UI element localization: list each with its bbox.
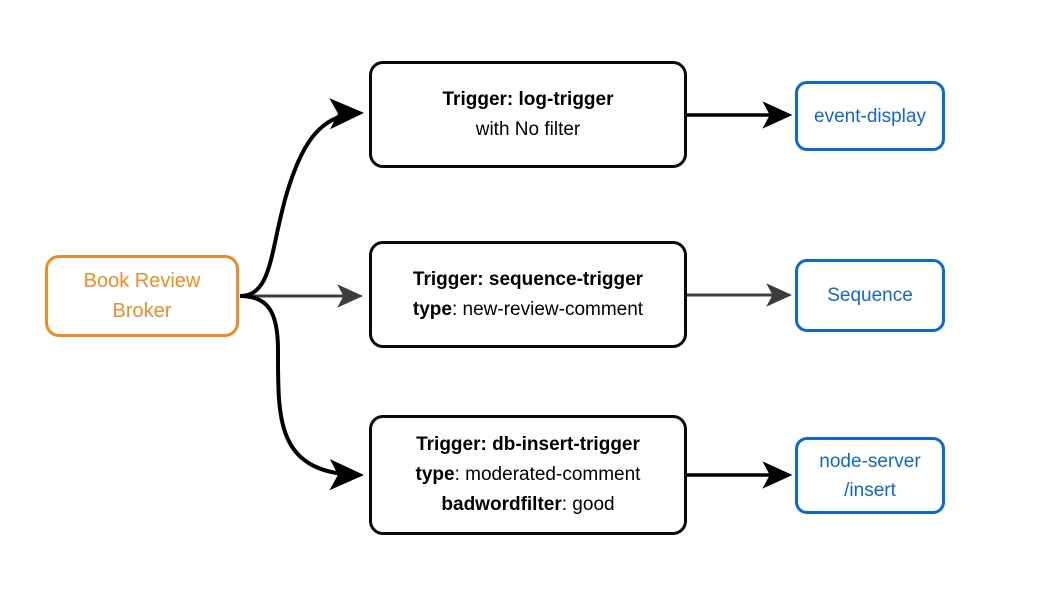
trigger-3-type-key: type xyxy=(415,464,455,485)
sink-3-label-line-1: node-server xyxy=(819,450,921,472)
node-trigger-db-insert-trigger[interactable]: Trigger: db-insert-trigger type: moderat… xyxy=(369,415,687,535)
node-trigger-log-trigger[interactable]: Trigger: log-trigger with No filter xyxy=(369,61,687,168)
trigger-1-title: Trigger: log-trigger xyxy=(442,88,614,110)
trigger-2-title: Trigger: sequence-trigger xyxy=(412,268,644,290)
trigger-3-filter-key: badwordfilter xyxy=(441,494,562,515)
node-sink-node-server-insert[interactable]: node-server /insert xyxy=(795,437,945,514)
broker-label-line-2: Broker xyxy=(112,300,172,322)
trigger-3-title: Trigger: db-insert-trigger xyxy=(416,434,640,455)
trigger-2-detail: type: new-review-comment xyxy=(413,295,643,325)
node-book-review-broker[interactable]: Book Review Broker xyxy=(45,255,239,337)
node-sink-sequence[interactable]: Sequence xyxy=(795,259,945,332)
trigger-3-detail-filter: badwordfilter: good xyxy=(441,490,614,520)
trigger-1-detail: with No filter xyxy=(476,115,581,145)
node-trigger-sequence-trigger[interactable]: Trigger: sequence-trigger type: new-revi… xyxy=(369,241,687,348)
broker-label-line-1: Book Review xyxy=(83,270,201,292)
sink-3-label-line-2: /insert xyxy=(844,479,896,501)
edge-broker-to-log-trigger xyxy=(239,98,364,298)
trigger-3-type-value: : moderated-comment xyxy=(454,464,641,485)
trigger-1-detail-value: with No filter xyxy=(475,118,581,140)
trigger-3-detail-type: type: moderated-comment xyxy=(416,460,641,490)
node-sink-event-display[interactable]: event-display xyxy=(795,81,945,151)
sink-2-label: Sequence xyxy=(827,285,913,306)
edge-broker-to-db-insert-trigger xyxy=(239,294,364,491)
trigger-2-detail-key: type xyxy=(412,298,452,320)
sink-1-label: event-display xyxy=(814,105,926,127)
trigger-2-detail-value: : new-review-comment xyxy=(451,298,644,320)
trigger-3-filter-value: : good xyxy=(561,494,615,515)
